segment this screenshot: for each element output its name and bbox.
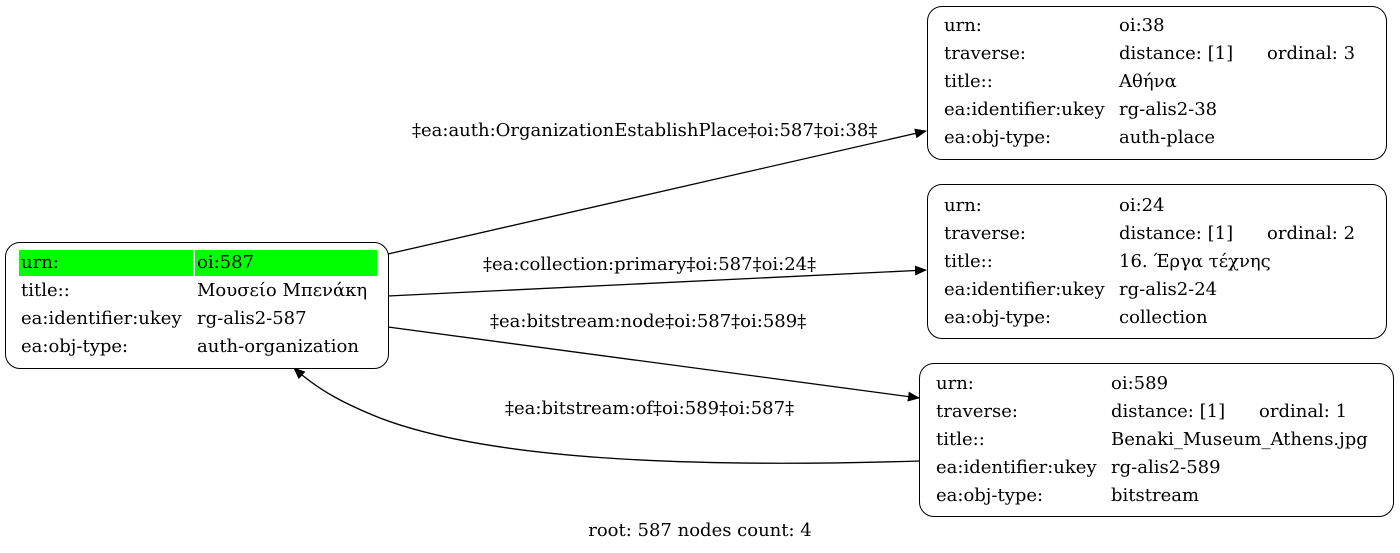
node-title-key: title:: [944,251,993,272]
node-oi-24: urn: oi:24 traverse: distance: [1] ordin… [927,184,1387,339]
edge-label-bitstream-of: ‡ea:bitstream:of‡oi:589‡oi:587‡ [505,398,795,419]
node-title-row: title:: 16. Έργα τέχνης [928,249,1388,275]
node-ukey-key: ea:identifier:ukey [936,457,1097,478]
node-traverse-row: traverse: distance: [1] ordinal: 2 [928,221,1388,247]
node-urn-value: oi:38 [1119,15,1165,36]
node-type-value: auth-place [1119,127,1215,148]
node-traverse-key: traverse: [936,401,1018,422]
node-urn-row: urn: oi:24 [928,193,1388,219]
node-title-key: title:: [944,71,993,92]
root-ukey-key: ea:identifier:ukey [21,308,182,329]
node-title-row: title:: Benaki_Museum_Athens.jpg [920,427,1395,453]
root-title-key: title:: [21,280,70,301]
node-ukey-value: rg-alis2-24 [1119,279,1218,300]
edge-label-bitstream-node: ‡ea:bitstream:node‡oi:587‡oi:589‡ [490,311,807,332]
node-type-row: ea:obj-type: bitstream [920,483,1395,509]
node-type-value: collection [1119,307,1208,328]
node-ukey-key: ea:identifier:ukey [944,99,1105,120]
node-ordinal-value: ordinal: 2 [1267,223,1356,244]
node-type-row: ea:obj-type: collection [928,305,1388,331]
edge-label-collection-primary: ‡ea:collection:primary‡oi:587‡oi:24‡ [483,254,817,275]
node-traverse-key: traverse: [944,223,1026,244]
root-title-value: Μουσείο Μπενάκη [197,280,368,301]
edge-line-bitstream-of [293,367,920,464]
node-urn-row: urn: oi:589 [920,371,1395,397]
node-ukey-row: ea:identifier:ukey rg-alis2-24 [928,277,1388,303]
root-type-key: ea:obj-type: [21,336,129,357]
node-ukey-row: ea:identifier:ukey rg-alis2-38 [928,97,1388,123]
node-urn-value: oi:589 [1111,373,1169,394]
node-type-row: ea:obj-type: auth-place [928,125,1388,151]
root-urn-value: oi:587 [195,250,377,276]
node-urn-key: urn: [936,373,974,394]
root-ukey-row: ea:identifier:ukey rg-alis2-587 [6,306,390,332]
node-type-key: ea:obj-type: [944,127,1052,148]
node-title-value: 16. Έργα τέχνης [1119,251,1271,272]
edge-line-collection-primary [387,265,927,297]
root-urn-key: urn: [19,250,193,276]
root-urn-row: urn: oi:587 [6,250,390,276]
node-ukey-key: ea:identifier:ukey [944,279,1105,300]
node-traverse-row: traverse: distance: [1] ordinal: 3 [928,41,1388,67]
node-distance-value: distance: [1] [1119,223,1234,244]
root-ukey-value: rg-alis2-587 [197,308,307,329]
root-type-row: ea:obj-type: auth-organization [6,334,390,360]
node-type-key: ea:obj-type: [936,485,1044,506]
node-ukey-value: rg-alis2-589 [1111,457,1221,478]
node-title-value: Αθήνα [1119,71,1177,92]
edge-line-bitstream-node [387,326,920,402]
node-title-key: title:: [936,429,985,450]
node-urn-key: urn: [944,15,982,36]
node-ordinal-value: ordinal: 1 [1259,401,1348,422]
node-ordinal-value: ordinal: 3 [1267,43,1356,64]
node-title-value: Benaki_Museum_Athens.jpg [1111,429,1368,450]
node-oi-589: urn: oi:589 traverse: distance: [1] ordi… [919,363,1394,517]
node-type-value: bitstream [1111,485,1200,506]
edge-label-establish-place: ‡ea:auth:OrganizationEstablishPlace‡oi:5… [412,120,878,141]
node-urn-key: urn: [944,195,982,216]
node-title-row: title:: Αθήνα [928,69,1388,95]
root-title-row: title:: Μουσείο Μπενάκη [6,278,390,304]
edge-line-establish-place [387,128,927,255]
node-urn-value: oi:24 [1119,195,1165,216]
root-type-value: auth-organization [197,336,359,357]
node-traverse-row: traverse: distance: [1] ordinal: 1 [920,399,1395,425]
node-distance-value: distance: [1] [1111,401,1226,422]
node-ukey-value: rg-alis2-38 [1119,99,1218,120]
node-type-key: ea:obj-type: [944,307,1052,328]
node-ukey-row: ea:identifier:ukey rg-alis2-589 [920,455,1395,481]
node-oi-38: urn: oi:38 traverse: distance: [1] ordin… [927,6,1387,160]
graph-footer: root: 587 nodes count: 4 [588,520,812,541]
node-traverse-key: traverse: [944,43,1026,64]
node-urn-row: urn: oi:38 [928,13,1388,39]
root-node: urn: oi:587 title:: Μουσείο Μπενάκη ea:i… [5,242,389,369]
node-distance-value: distance: [1] [1119,43,1234,64]
